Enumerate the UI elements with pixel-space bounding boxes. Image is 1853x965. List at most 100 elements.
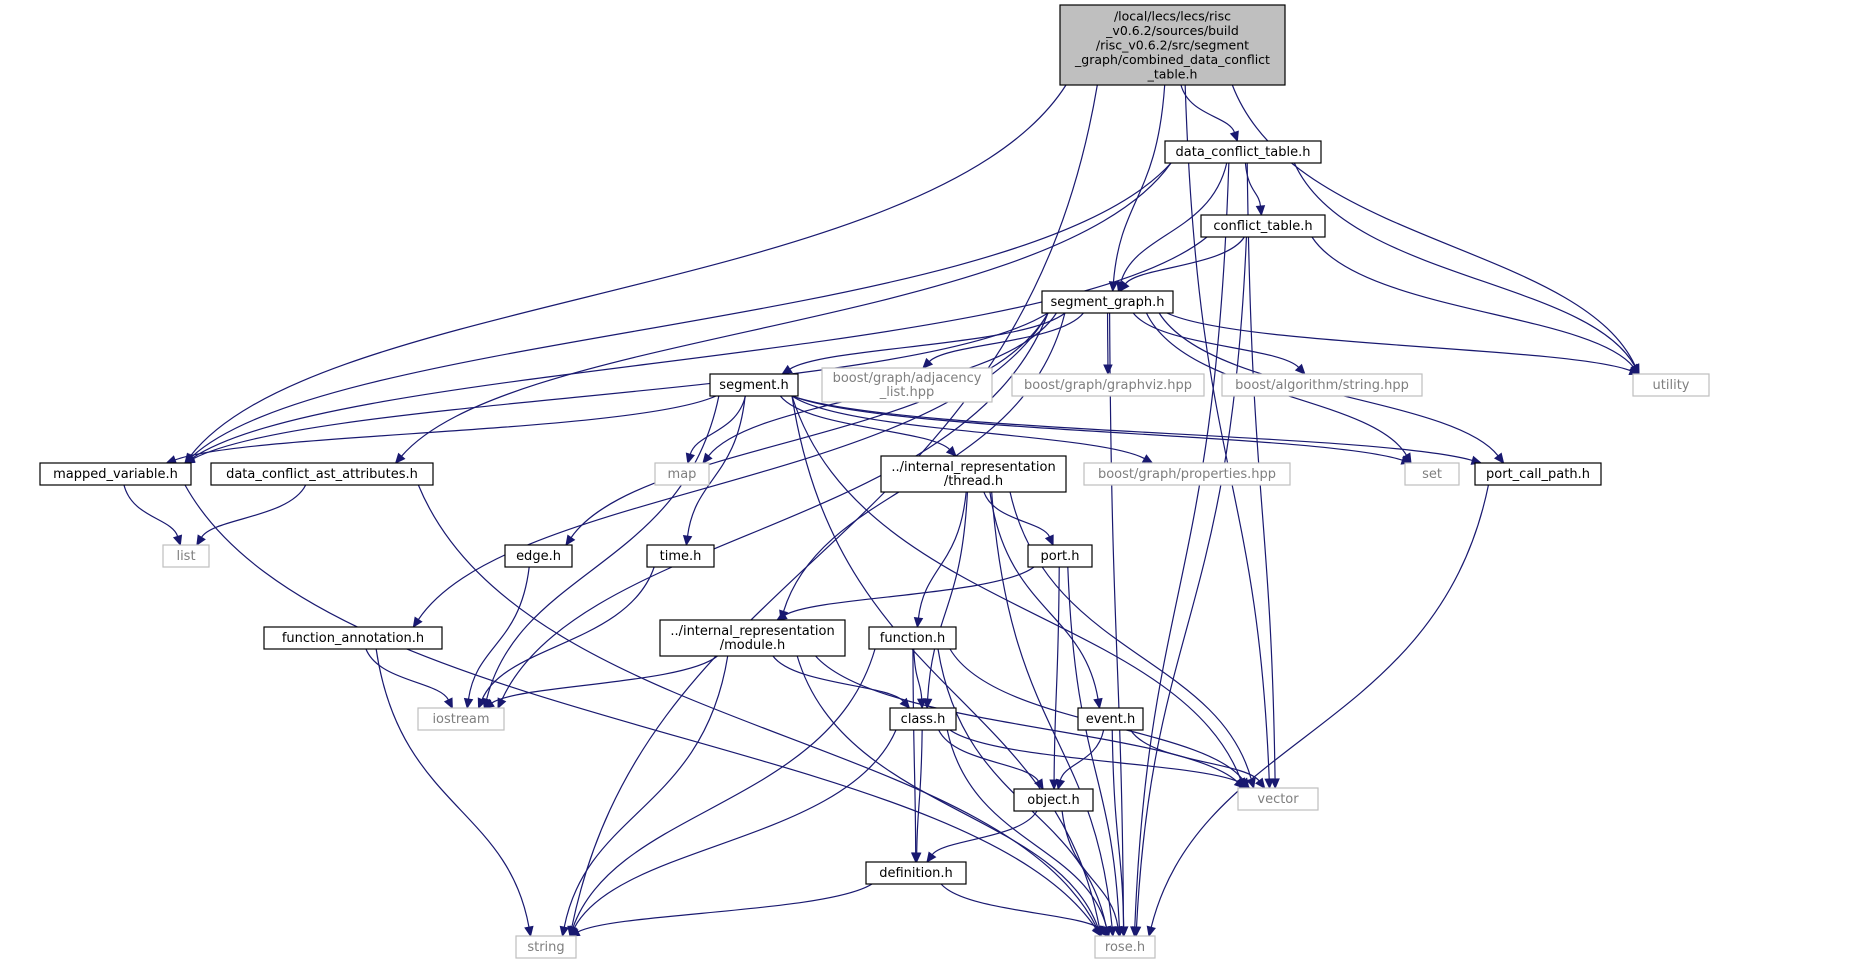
edge-line bbox=[791, 395, 1473, 462]
node-box bbox=[1059, 4, 1286, 86]
arrowhead bbox=[1255, 205, 1266, 217]
node-thr[interactable]: ../internal_representation/thread.h bbox=[880, 455, 1067, 493]
node-pcp[interactable]: port_call_path.h bbox=[1474, 462, 1602, 486]
arrowhead bbox=[1264, 778, 1274, 790]
node-label-line: boost/graph/graphviz.hpp bbox=[1024, 378, 1192, 393]
node-box bbox=[210, 462, 434, 486]
arrowhead bbox=[394, 452, 406, 464]
edge-time-to-ios bbox=[477, 566, 655, 710]
edge-cls-to-obj bbox=[938, 729, 1044, 791]
node-dct[interactable]: data_conflict_table.h bbox=[1164, 140, 1322, 164]
node-label-line: ../internal_representation bbox=[891, 460, 1055, 475]
node-label-line: port_call_path.h bbox=[1486, 467, 1590, 482]
arrowhead bbox=[1044, 534, 1054, 547]
edge-ct-to-util bbox=[1311, 236, 1640, 375]
edge-line bbox=[1180, 84, 1236, 133]
arrowhead bbox=[1493, 452, 1505, 464]
edge-line bbox=[796, 655, 1099, 928]
node-props: boost/graph/properties.hpp bbox=[1083, 462, 1291, 486]
node-label-line: data_conflict_table.h bbox=[1176, 145, 1311, 160]
edge-dcaa-to-list bbox=[196, 484, 307, 547]
edge-line bbox=[1059, 729, 1105, 781]
edge-line bbox=[190, 84, 1067, 457]
arrowhead bbox=[477, 697, 487, 710]
edge-line bbox=[931, 810, 1038, 856]
node-func[interactable]: function.h bbox=[868, 626, 957, 650]
node-box bbox=[1164, 140, 1322, 164]
node-obj[interactable]: object.h bbox=[1013, 788, 1094, 812]
node-label-line: event.h bbox=[1086, 712, 1135, 727]
edge-line bbox=[1134, 162, 1230, 928]
edge-fa-to-str bbox=[375, 648, 534, 938]
node-map: map bbox=[654, 462, 710, 486]
edge-mod-to-cls bbox=[772, 655, 911, 709]
node-dcaa[interactable]: data_conflict_ast_attributes.h bbox=[210, 462, 434, 486]
node-def[interactable]: definition.h bbox=[865, 861, 967, 885]
edge-line bbox=[174, 395, 717, 461]
edge-line bbox=[912, 648, 917, 854]
node-label-line: segment.h bbox=[719, 378, 788, 393]
arrowhead bbox=[565, 534, 576, 547]
node-root[interactable]: /local/lecs/lecs/risc_v0.6.2/sources/bui… bbox=[1059, 4, 1286, 86]
node-box bbox=[515, 935, 577, 959]
arrowhead bbox=[776, 610, 788, 621]
node-time[interactable]: time.h bbox=[646, 544, 715, 568]
arrowhead bbox=[1255, 777, 1266, 789]
edge-line bbox=[577, 883, 873, 933]
node-label-line: string bbox=[527, 940, 564, 955]
node-box bbox=[263, 626, 443, 650]
edge-line bbox=[1009, 491, 1252, 780]
node-ct[interactable]: conflict_table.h bbox=[1200, 214, 1326, 238]
node-mv[interactable]: mapped_variable.h bbox=[39, 462, 192, 486]
node-label-line: time.h bbox=[660, 549, 702, 564]
arrowhead bbox=[559, 925, 570, 938]
node-label-line: _table.h bbox=[1147, 66, 1198, 81]
edge-fa-to-ios bbox=[365, 648, 453, 710]
edge-mod-to-str bbox=[559, 655, 729, 938]
edge-line bbox=[481, 566, 655, 700]
edge-line bbox=[573, 729, 897, 929]
node-label-line: _list.hpp bbox=[879, 385, 934, 400]
edge-line bbox=[365, 648, 449, 701]
edge-line bbox=[1246, 162, 1276, 780]
edge-seg-to-map bbox=[685, 395, 746, 465]
edge-mod-to-ios bbox=[483, 655, 718, 709]
edge-evt-to-obj bbox=[1055, 729, 1105, 791]
node-mod[interactable]: ../internal_representation/module.h bbox=[659, 619, 846, 657]
edge-obj-to-def bbox=[926, 810, 1038, 863]
edge-line bbox=[1124, 236, 1245, 285]
node-box bbox=[1404, 462, 1460, 486]
edge-line bbox=[570, 312, 1049, 538]
arrowhead bbox=[1131, 926, 1142, 938]
node-label-line: boost/algorithm/string.hpp bbox=[1235, 378, 1409, 393]
edge-line bbox=[1067, 566, 1120, 928]
edge-cls-to-def bbox=[911, 729, 923, 864]
node-box bbox=[865, 861, 967, 885]
edge-seg-to-mv bbox=[165, 395, 717, 465]
edge-def-to-rose bbox=[940, 883, 1110, 937]
edge-sg-to-edge bbox=[565, 312, 1049, 547]
edge-root-to-sg bbox=[1108, 84, 1166, 293]
edge-evt-to-rose bbox=[1111, 729, 1129, 938]
edge-line bbox=[779, 395, 951, 450]
node-edge[interactable]: edge.h bbox=[504, 544, 573, 568]
node-box bbox=[646, 544, 715, 568]
node-cls[interactable]: class.h bbox=[889, 707, 957, 731]
arrowhead bbox=[945, 445, 957, 457]
edge-line bbox=[791, 395, 1145, 460]
node-fa[interactable]: function_annotation.h bbox=[263, 626, 443, 650]
node-port[interactable]: port.h bbox=[1027, 544, 1093, 568]
node-box bbox=[654, 462, 710, 486]
node-seg[interactable]: segment.h bbox=[709, 373, 799, 397]
node-sg[interactable]: segment_graph.h bbox=[1041, 290, 1174, 314]
node-label-line: function.h bbox=[880, 631, 945, 646]
edge-line bbox=[949, 729, 1243, 784]
edge-line bbox=[1053, 566, 1060, 781]
node-label-line: class.h bbox=[901, 712, 946, 727]
edge-thr-to-cls bbox=[922, 491, 969, 710]
arrowhead bbox=[1119, 280, 1130, 292]
edge-line bbox=[940, 883, 1103, 931]
node-evt[interactable]: event.h bbox=[1077, 707, 1144, 731]
arrowhead bbox=[1141, 454, 1154, 464]
edge-edge-to-ios bbox=[463, 566, 530, 710]
